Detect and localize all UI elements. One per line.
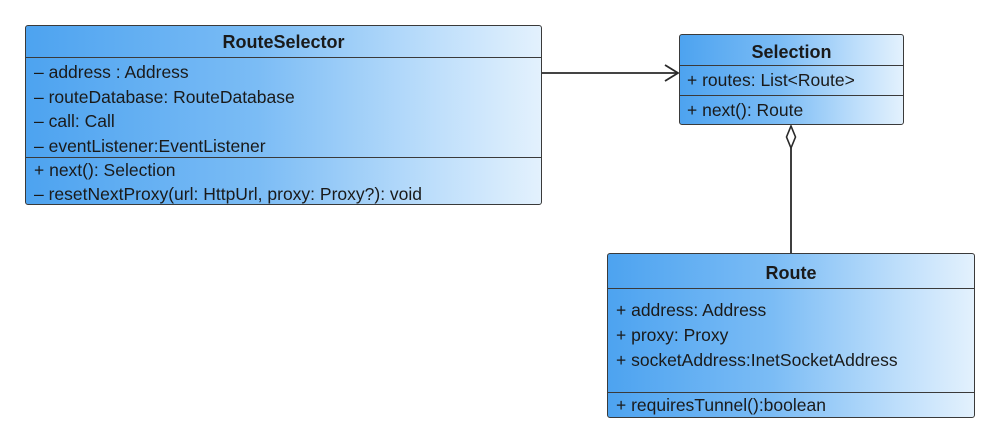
attributes-section: + address: Address + proxy: Proxy + sock…	[608, 288, 974, 392]
operation: + requiresTunnel():boolean	[616, 395, 826, 415]
operation: – resetNextProxy(url: HttpUrl, proxy: Pr…	[34, 183, 423, 204]
attribute: + socketAddress:InetSocketAddress	[616, 350, 898, 370]
attribute: – eventListener:EventListener	[34, 135, 266, 156]
attribute: + routes: List<Route>	[687, 70, 855, 90]
operation: + next(): Route	[687, 100, 804, 120]
attribute: – routeDatabase: RouteDatabase	[34, 86, 295, 107]
class-name: Route	[765, 263, 817, 283]
attributes-section: – address : Address – routeDatabase: Rou…	[26, 57, 541, 157]
attributes-section: + routes: List<Route>	[680, 65, 903, 95]
class-selection[interactable]: Selection + routes: List<Route> + next()…	[679, 34, 904, 125]
operation: + next(): Selection	[34, 160, 176, 180]
association-arrowhead	[664, 64, 680, 82]
operations-section: + requiresTunnel():boolean	[608, 392, 974, 417]
operations-section: + next(): Route	[680, 95, 903, 124]
aggregation-diamond	[785, 123, 797, 151]
class-name: RouteSelector	[222, 32, 345, 52]
operations-section: + next(): Selection – resetNextProxy(url…	[26, 157, 541, 204]
attribute: + address: Address	[616, 300, 767, 320]
class-route-selector[interactable]: RouteSelector – address : Address – rout…	[25, 25, 542, 205]
attribute: + proxy: Proxy	[616, 325, 729, 345]
attribute: – address : Address	[34, 62, 189, 82]
class-name: Selection	[751, 42, 832, 62]
attribute: – call: Call	[34, 111, 115, 131]
class-route[interactable]: Route + address: Address + proxy: Proxy …	[607, 253, 975, 418]
